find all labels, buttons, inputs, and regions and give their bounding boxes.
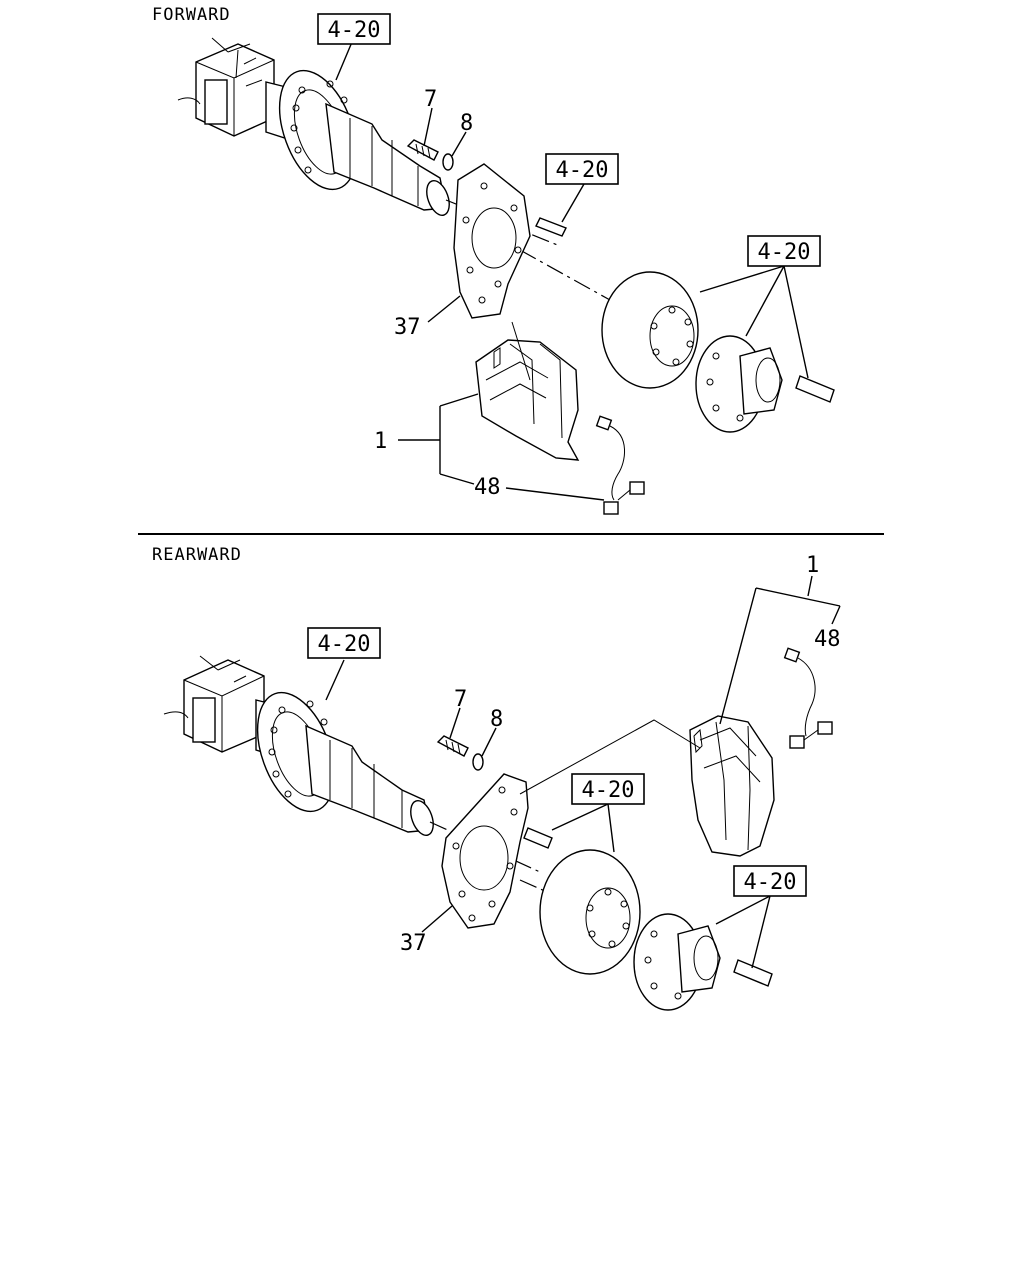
rearward-ref-2[interactable]: 4-20 — [582, 778, 635, 803]
rearward-backing-plate — [441, 773, 529, 929]
forward-ref-box-1[interactable] — [317, 13, 391, 45]
rearward-caliper-bolt — [523, 827, 553, 849]
forward-callout-caliper: 1 — [374, 429, 387, 454]
forward-callout-plate: 37 — [394, 315, 421, 340]
forward-title: FORWARD — [152, 5, 231, 25]
forward-bolt — [406, 139, 439, 161]
rearward-ref-box-2[interactable] — [571, 773, 645, 805]
forward-ref-2[interactable]: 4-20 — [556, 158, 609, 183]
forward-ref-1[interactable]: 4-20 — [328, 18, 381, 43]
forward-callout-sensor: 48 — [474, 475, 501, 500]
forward-axis-line — [445, 199, 611, 301]
rearward-section: REARWARD — [152, 545, 841, 1011]
rearward-ref-1[interactable]: 4-20 — [318, 632, 371, 657]
forward-spindle — [278, 69, 450, 216]
rearward-wear-sensor — [783, 647, 833, 749]
rearward-ref-3[interactable]: 4-20 — [744, 870, 797, 895]
forward-brake-disc — [601, 271, 699, 389]
rearward-callout-sensor: 48 — [814, 627, 841, 652]
rearward-bolt — [436, 735, 469, 757]
rearward-wheel-hub — [633, 913, 773, 1011]
forward-caliper-bolt — [535, 217, 567, 237]
rearward-axis-line — [429, 821, 611, 921]
forward-ref-3[interactable]: 4-20 — [758, 240, 811, 265]
rearward-title: REARWARD — [152, 545, 242, 565]
forward-section: FORWARD — [152, 5, 835, 515]
rearward-ref-box-1[interactable] — [307, 627, 381, 659]
rearward-callout-bolt: 7 — [454, 687, 467, 712]
rearward-callout-plate: 37 — [400, 931, 427, 956]
forward-leader-lines — [335, 41, 809, 501]
rearward-leader-lines — [325, 575, 841, 969]
forward-backing-plate — [453, 163, 531, 319]
forward-callout-washer: 8 — [460, 111, 473, 136]
rearward-ref-box-3[interactable] — [733, 865, 807, 897]
rearward-spindle — [256, 691, 434, 836]
rearward-callout-washer: 8 — [490, 707, 503, 732]
forward-caliper — [475, 339, 580, 461]
forward-callout-bolt: 7 — [424, 87, 437, 112]
rearward-callout-caliper: 1 — [806, 553, 819, 578]
rearward-brake-disc — [539, 849, 641, 975]
forward-ref-box-3[interactable] — [747, 235, 821, 267]
forward-wheel-hub — [695, 335, 835, 433]
rearward-washer — [472, 753, 484, 771]
forward-ref-box-2[interactable] — [545, 153, 619, 185]
rearward-caliper — [689, 715, 775, 857]
forward-wear-sensor — [595, 415, 645, 515]
forward-washer — [442, 153, 454, 171]
